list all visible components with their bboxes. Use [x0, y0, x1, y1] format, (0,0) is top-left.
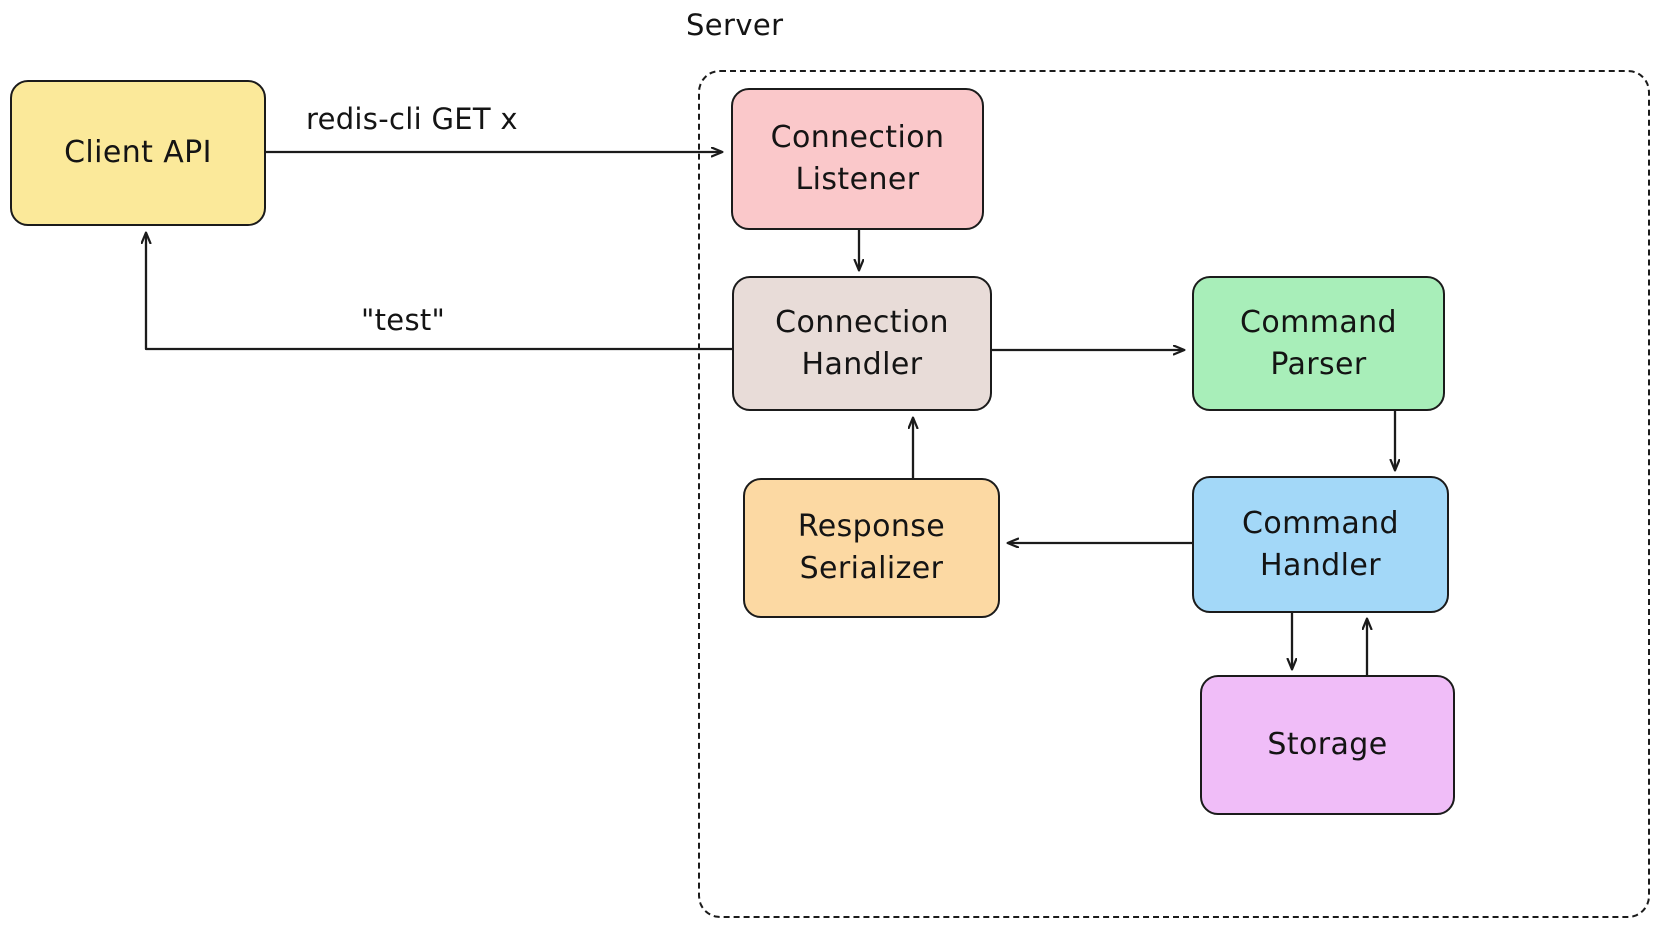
node-connection-listener[interactable]: Connection Listener	[731, 88, 984, 230]
edge-label-test-response: "test"	[355, 303, 452, 337]
node-command-handler[interactable]: Command Handler	[1192, 476, 1449, 613]
node-command-parser[interactable]: Command Parser	[1192, 276, 1445, 411]
node-connection-handler[interactable]: Connection Handler	[732, 276, 992, 411]
edge-label-redis-cli-get: redis-cli GET x	[300, 102, 524, 136]
server-group-container	[698, 70, 1650, 918]
node-storage[interactable]: Storage	[1200, 675, 1455, 815]
node-client-api[interactable]: Client API	[10, 80, 266, 226]
node-response-serializer[interactable]: Response Serializer	[743, 478, 1000, 618]
server-group-label: Server	[686, 8, 784, 42]
